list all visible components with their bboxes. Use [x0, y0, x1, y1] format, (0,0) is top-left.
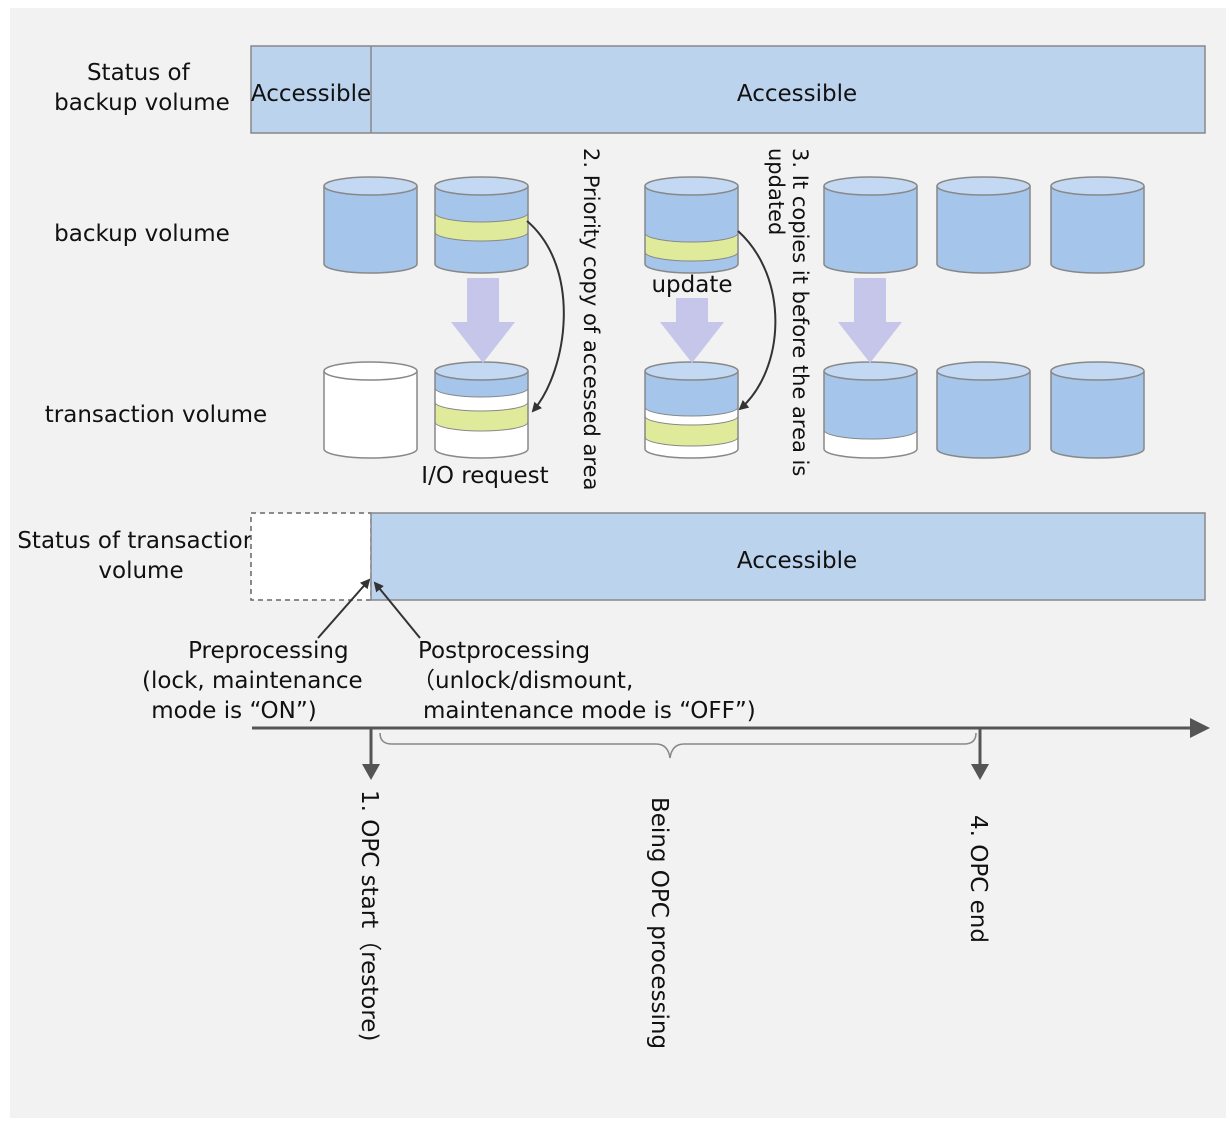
pre-update-copy-label: 3. It copies it before the area is updat…	[764, 148, 812, 483]
opc-processing-brace	[379, 732, 977, 759]
transaction-volume-4	[823, 361, 918, 459]
down-arrow-1	[451, 278, 515, 363]
down-arrow-3	[838, 278, 902, 363]
postprocessing-pointer	[373, 581, 421, 639]
backup-status-accessible-1: Accessible	[251, 81, 371, 107]
backup-volume-4	[823, 176, 918, 274]
transaction-volume-2	[434, 361, 529, 459]
opc-start-tick-head	[362, 764, 380, 780]
backup-status-accessible-2: Accessible	[737, 81, 857, 107]
priority-copy-label: 2. Priority copy of accessed area	[579, 148, 603, 490]
transaction-status-accessible: Accessible	[737, 548, 857, 574]
backup-volume-label: backup volume	[54, 221, 230, 247]
opc-start-label: 1. OPC start（restore)	[356, 790, 382, 1041]
transaction-volume-1	[323, 361, 418, 459]
backup-volume-6	[1050, 176, 1145, 274]
transaction-volume-label: transaction volume	[45, 402, 267, 428]
pre-update-copy-arrow	[737, 230, 777, 411]
volume-cylinders	[323, 176, 1145, 459]
timeline-arrowhead	[1190, 718, 1210, 738]
backup-volume-1	[323, 176, 418, 274]
transaction-volume-6	[1050, 361, 1145, 459]
postprocessing-label: Postprocessing （unlock/dismount, mainten…	[412, 638, 756, 724]
backup-volume-2	[434, 176, 529, 274]
transaction-status-label: Status of transaction volume	[17, 528, 264, 584]
opc-processing-label: Being OPC processing	[646, 797, 672, 1049]
backup-status-bar	[250, 45, 1206, 134]
priority-copy-arrow	[526, 220, 565, 413]
opc-end-tick-head	[971, 764, 989, 780]
preprocessing-pointer	[317, 578, 371, 639]
down-arrow-2	[660, 298, 724, 363]
transaction-status-locked-area	[250, 512, 372, 601]
update-label: update	[651, 272, 732, 298]
backup-volume-5	[936, 176, 1031, 274]
transaction-volume-3	[644, 361, 739, 459]
preprocessing-label: Preprocessing (lock, maintenance mode is…	[142, 638, 370, 724]
transaction-volume-5	[936, 361, 1031, 459]
backup-status-label: Status of backup volume	[54, 60, 230, 116]
transaction-status-bar	[370, 512, 1206, 601]
io-request-label: I/O request	[421, 463, 548, 489]
opc-end-label: 4. OPC end	[965, 815, 991, 943]
backup-volume-3	[644, 176, 739, 274]
